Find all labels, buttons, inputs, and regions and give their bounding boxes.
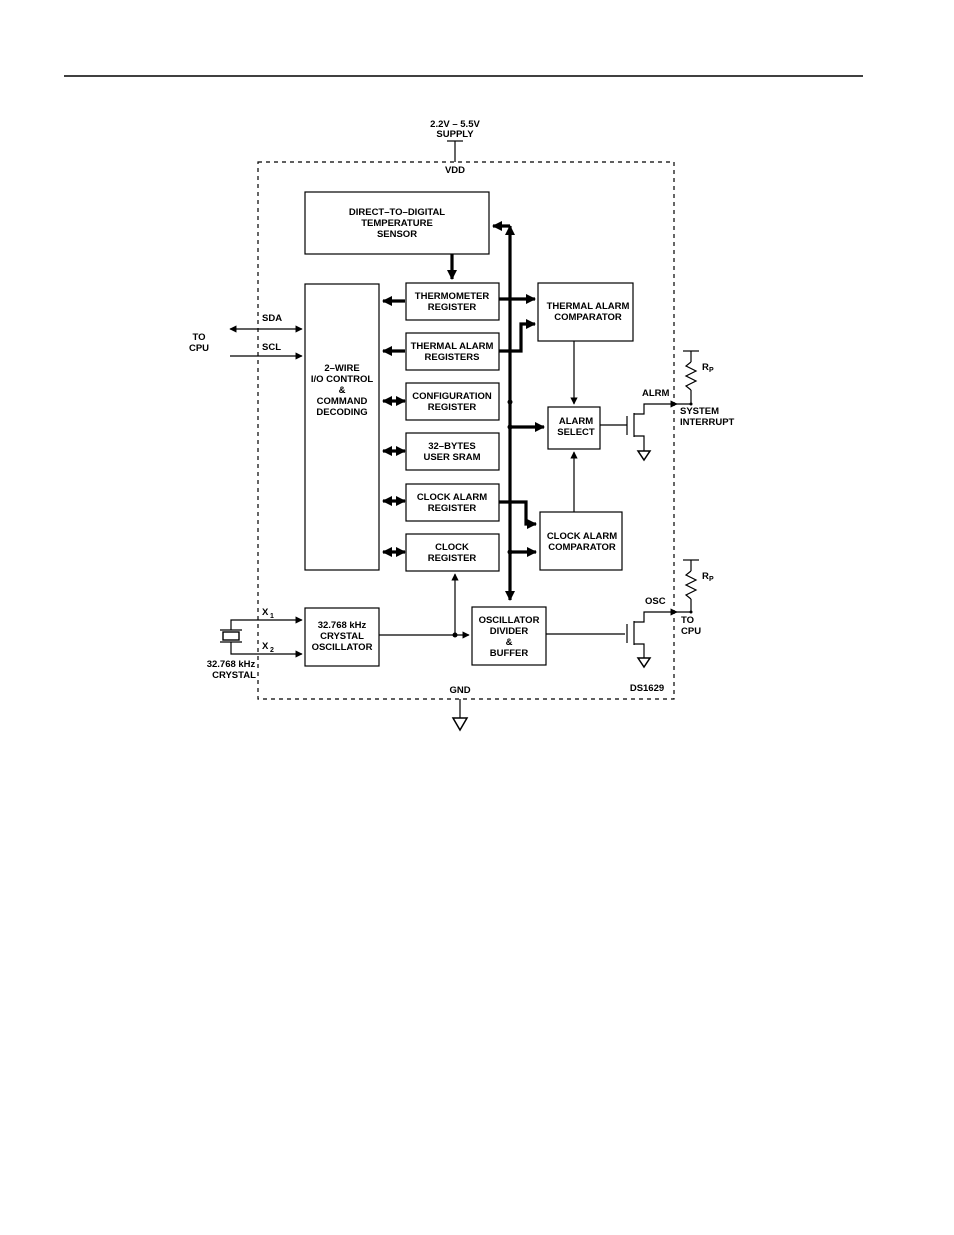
thermal-alarm-regs-line-2: REGISTERS [425, 352, 480, 363]
system-interrupt-line-2: INTERRUPT [680, 417, 735, 428]
osc-divider-line-1: OSCILLATOR [479, 615, 540, 626]
alarm-select-block: ALARM SELECT [547, 406, 601, 450]
clock-alarm-comparator-block: CLOCK ALARM COMPARATOR [539, 511, 623, 571]
osc-divider-line-2: DIVIDER [490, 626, 529, 637]
system-interrupt-line-1: SYSTEM [680, 406, 719, 417]
system-interrupt-label: SYSTEM INTERRUPT [680, 406, 735, 428]
to-cpu-right: TO CPU [681, 615, 701, 637]
x2-line: X 2 [258, 641, 303, 658]
alarm-select-line-1: ALARM [559, 416, 593, 427]
oscillator-paths [379, 573, 625, 639]
part-number-label: DS1629 [630, 683, 664, 694]
thermal-alarm-comparator-block: THERMAL ALARM COMPARATOR [537, 282, 634, 342]
gnd-label: GND [449, 685, 470, 696]
to-cpu-right-line-1: TO [681, 615, 694, 626]
x2-label: X [262, 641, 269, 652]
sram-line-2: USER SRAM [423, 452, 480, 463]
io-line-2: I/O CONTROL [311, 374, 373, 385]
thermometer-line-1: THERMOMETER [415, 291, 490, 302]
sda-line: SDA [229, 313, 303, 333]
osc-output-transistor: OSC [626, 596, 693, 669]
crystal-symbol: 32.768 kHz CRYSTAL [207, 619, 258, 681]
io-line-4: COMMAND [317, 396, 368, 407]
rp-subscript-bottom: P [709, 576, 714, 583]
clock-register-block: CLOCK REGISTER [405, 533, 500, 572]
crystal-oscillator-block: 32.768 kHz CRYSTAL OSCILLATOR [304, 607, 380, 667]
alrm-label: ALRM [642, 388, 670, 399]
gnd-terminal: GND [449, 685, 471, 732]
sda-label: SDA [262, 313, 282, 324]
config-line-2: REGISTER [428, 402, 477, 413]
crystal-line-1: 32.768 kHz [207, 659, 256, 670]
x1-subscript: 1 [270, 613, 274, 620]
alrm-pullup-resistor: R P [683, 350, 714, 404]
clock-comp-line-1: CLOCK ALARM [547, 531, 617, 542]
sensor-line-1: DIRECT–TO–DIGITAL [349, 207, 445, 218]
to-cpu-left-line-1: TO [192, 332, 205, 343]
thermal-alarm-regs-line-1: THERMAL ALARM [411, 341, 494, 352]
rp-subscript-top: P [709, 367, 714, 374]
io-control-block: 2–WIRE I/O CONTROL & COMMAND DECODING [304, 283, 380, 571]
x1-line: X 1 [258, 607, 303, 624]
thermal-alarm-registers-block: THERMAL ALARM REGISTERS [405, 332, 500, 371]
scl-label: SCL [262, 342, 281, 353]
alrm-output-transistor: ALRM [600, 388, 693, 462]
thermal-comp-line-2: COMPARATOR [554, 312, 622, 323]
osc-divider-line-3: & [506, 637, 513, 648]
rp-label-bottom: R [702, 571, 709, 582]
crystal-osc-line-3: OSCILLATOR [312, 642, 373, 653]
thermometer-line-2: REGISTER [428, 302, 477, 313]
clock-reg-line-2: REGISTER [428, 553, 477, 564]
config-line-1: CONFIGURATION [412, 391, 492, 402]
temperature-sensor-block: DIRECT–TO–DIGITAL TEMPERATURE SENSOR [304, 191, 490, 255]
user-sram-block: 32–BYTES USER SRAM [405, 432, 500, 471]
alarm-select-line-2: SELECT [557, 427, 595, 438]
clock-alarm-reg-line-1: CLOCK ALARM [417, 492, 487, 503]
io-line-3: & [339, 385, 346, 396]
crystal-line-2: CRYSTAL [212, 670, 256, 681]
clock-alarm-reg-line-2: REGISTER [428, 503, 477, 514]
sensor-line-3: SENSOR [377, 229, 417, 240]
thermometer-register-block: THERMOMETER REGISTER [405, 282, 500, 321]
scl-line: SCL [230, 342, 303, 360]
io-line-5: DECODING [316, 407, 367, 418]
chip-boundary [257, 161, 675, 700]
crystal-osc-line-1: 32.768 kHz [318, 620, 367, 631]
to-cpu-right-line-2: CPU [681, 626, 701, 637]
supply-line-1: 2.2V – 5.5V [430, 119, 480, 130]
osc-pullup-resistor: R P [683, 559, 714, 612]
to-cpu-left: TO CPU [189, 332, 209, 354]
crystal-osc-line-2: CRYSTAL [320, 631, 364, 642]
osc-divider-line-4: BUFFER [490, 648, 529, 659]
sram-line-1: 32–BYTES [428, 441, 476, 452]
osc-label: OSC [645, 596, 666, 607]
supply-line-2: SUPPLY [436, 129, 474, 140]
io-register-arrows [381, 295, 407, 558]
thermal-comp-line-1: THERMAL ALARM [547, 301, 630, 312]
clock-reg-line-1: CLOCK [435, 542, 469, 553]
sensor-line-2: TEMPERATURE [361, 218, 433, 229]
internal-bus [491, 220, 516, 602]
x2-subscript: 2 [270, 647, 274, 654]
x1-label: X [262, 607, 269, 618]
io-line-1: 2–WIRE [324, 363, 359, 374]
register-to-comparator-paths [499, 293, 546, 558]
rp-label-top: R [702, 362, 709, 373]
clock-comp-line-2: COMPARATOR [548, 542, 616, 553]
to-cpu-left-line-2: CPU [189, 343, 209, 354]
configuration-register-block: CONFIGURATION REGISTER [405, 382, 500, 421]
supply-terminal: 2.2V – 5.5V SUPPLY VDD [430, 119, 480, 176]
clock-alarm-register-block: CLOCK ALARM REGISTER [405, 483, 500, 522]
vdd-label: VDD [445, 165, 465, 176]
oscillator-divider-block: OSCILLATOR DIVIDER & BUFFER [471, 606, 547, 666]
